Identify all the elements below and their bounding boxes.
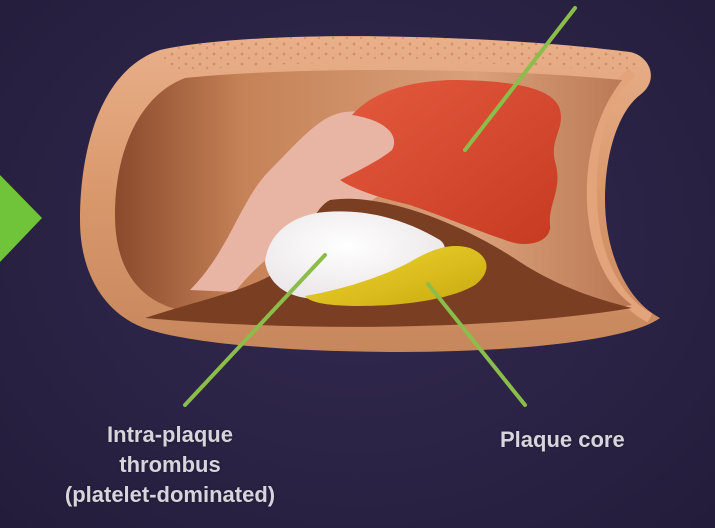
label-thrombus-line3: (platelet-dominated)	[10, 480, 330, 510]
label-thrombus-line1: Intra-plaque	[10, 420, 330, 450]
label-plaque-core: Plaque core	[500, 425, 715, 455]
label-intra-plaque-thrombus: Intra-plaque thrombus (platelet-dominate…	[10, 420, 330, 510]
green-arrow-icon	[0, 175, 42, 262]
label-thrombus-line2: thrombus	[10, 450, 330, 480]
